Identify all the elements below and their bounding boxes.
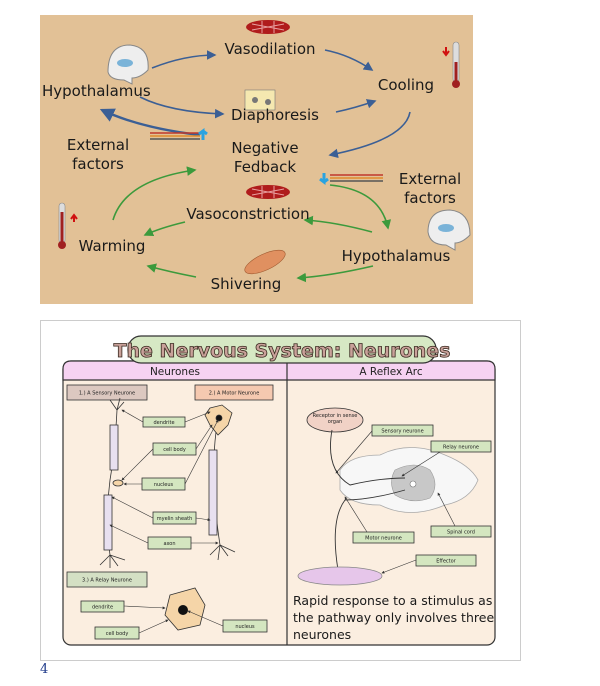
relay-neurone-drawing bbox=[164, 587, 206, 631]
label-shivering: Shivering bbox=[211, 275, 282, 293]
label-vasoconstriction: Vasoconstriction bbox=[186, 205, 309, 223]
label-diaphoresis: Diaphoresis bbox=[231, 106, 319, 124]
poster-title: The Nervous System: Neurones bbox=[114, 340, 451, 362]
label-cell-body: cell body bbox=[163, 447, 186, 453]
label-motor-neurone: Motor neurone bbox=[365, 536, 402, 542]
page-number: 4 bbox=[40, 662, 49, 677]
header-band bbox=[62, 360, 496, 381]
label-vasodilation: Vasodilation bbox=[224, 40, 315, 58]
receptor-organ bbox=[306, 407, 364, 433]
relay-label-nucleus: nucleus bbox=[235, 624, 255, 630]
title-pill bbox=[127, 335, 437, 364]
label-relay-neurone: Relay neurone bbox=[443, 445, 479, 451]
reflex-arc-drawing: Receptor in sense organ Sensory neurone … bbox=[297, 407, 492, 586]
header-reflex-arc: A Reflex Arc bbox=[359, 366, 423, 378]
label-external-factors-left-1: External bbox=[67, 136, 129, 154]
blood-vessel-icon bbox=[246, 20, 290, 34]
sweat-gland-icon bbox=[244, 89, 276, 111]
label-hypothalamus-top: Hypothalamus bbox=[42, 82, 151, 100]
label-dendrite: dendrite bbox=[153, 420, 174, 426]
label-axon: axon bbox=[163, 541, 175, 547]
cooling-arrows bbox=[99, 49, 411, 159]
thermometer-cold-icon bbox=[442, 41, 460, 88]
relay-label-dendrite: dendrite bbox=[92, 605, 113, 611]
label-receptor-1: Receptor in sense bbox=[313, 413, 358, 419]
thermoregulation-diagram: Vasodilation Hypothalamus Cooling Diapho… bbox=[40, 15, 473, 304]
brain-icon bbox=[107, 44, 149, 85]
label-spinal-cord: Spinal cord bbox=[447, 530, 475, 536]
label-myelin-sheath: myelin sheath bbox=[157, 516, 193, 522]
label-negative-feedback-2: Fedback bbox=[234, 158, 297, 176]
muscle-icon bbox=[244, 249, 286, 275]
label-sensory-neurone: Sensory neurone bbox=[381, 429, 423, 435]
label-negative-feedback-1: Negative bbox=[231, 139, 298, 157]
label-external-factors-right-2: factors bbox=[404, 189, 456, 207]
label-nucleus: nucleus bbox=[154, 482, 174, 488]
effector-muscle bbox=[297, 566, 383, 586]
label-external-factors-left-2: factors bbox=[72, 155, 124, 173]
sensory-neurone-drawing bbox=[99, 397, 126, 568]
label-external-factors-right-1: External bbox=[399, 170, 461, 188]
label-hypothalamus-bottom: Hypothalamus bbox=[342, 247, 451, 265]
neuron-labels: dendrite cell body nucleus myelin sheath… bbox=[80, 409, 268, 640]
header-neurones: Neurones bbox=[150, 366, 200, 378]
thermometer-warm-icon bbox=[58, 202, 78, 249]
nervous-system-poster: The Nervous System: Neurones Neurones A … bbox=[40, 320, 521, 661]
label-warming: Warming bbox=[79, 237, 146, 255]
label-receptor-2: organ bbox=[328, 419, 342, 425]
relay-neurone-title: 3.) A Relay Neurone bbox=[82, 578, 132, 584]
relay-label-cell-body: cell body bbox=[106, 631, 129, 637]
external-factors-arrows bbox=[150, 128, 383, 185]
motor-neurone-title: 2.) A Motor Neurone bbox=[209, 391, 260, 397]
label-effector: Effector bbox=[436, 559, 456, 565]
description-line-3: neurones bbox=[293, 627, 351, 642]
description-line-2: the pathway only involves three bbox=[293, 610, 494, 625]
brain-icon bbox=[427, 209, 471, 251]
description-line-1: Rapid response to a stimulus as bbox=[293, 593, 492, 608]
blood-vessel-icon bbox=[246, 185, 290, 199]
motor-neurone-drawing bbox=[204, 404, 236, 561]
sensory-neurone-title: 1.) A Sensory Neurone bbox=[79, 391, 135, 397]
warming-arrows bbox=[112, 166, 392, 283]
label-cooling: Cooling bbox=[378, 76, 434, 94]
